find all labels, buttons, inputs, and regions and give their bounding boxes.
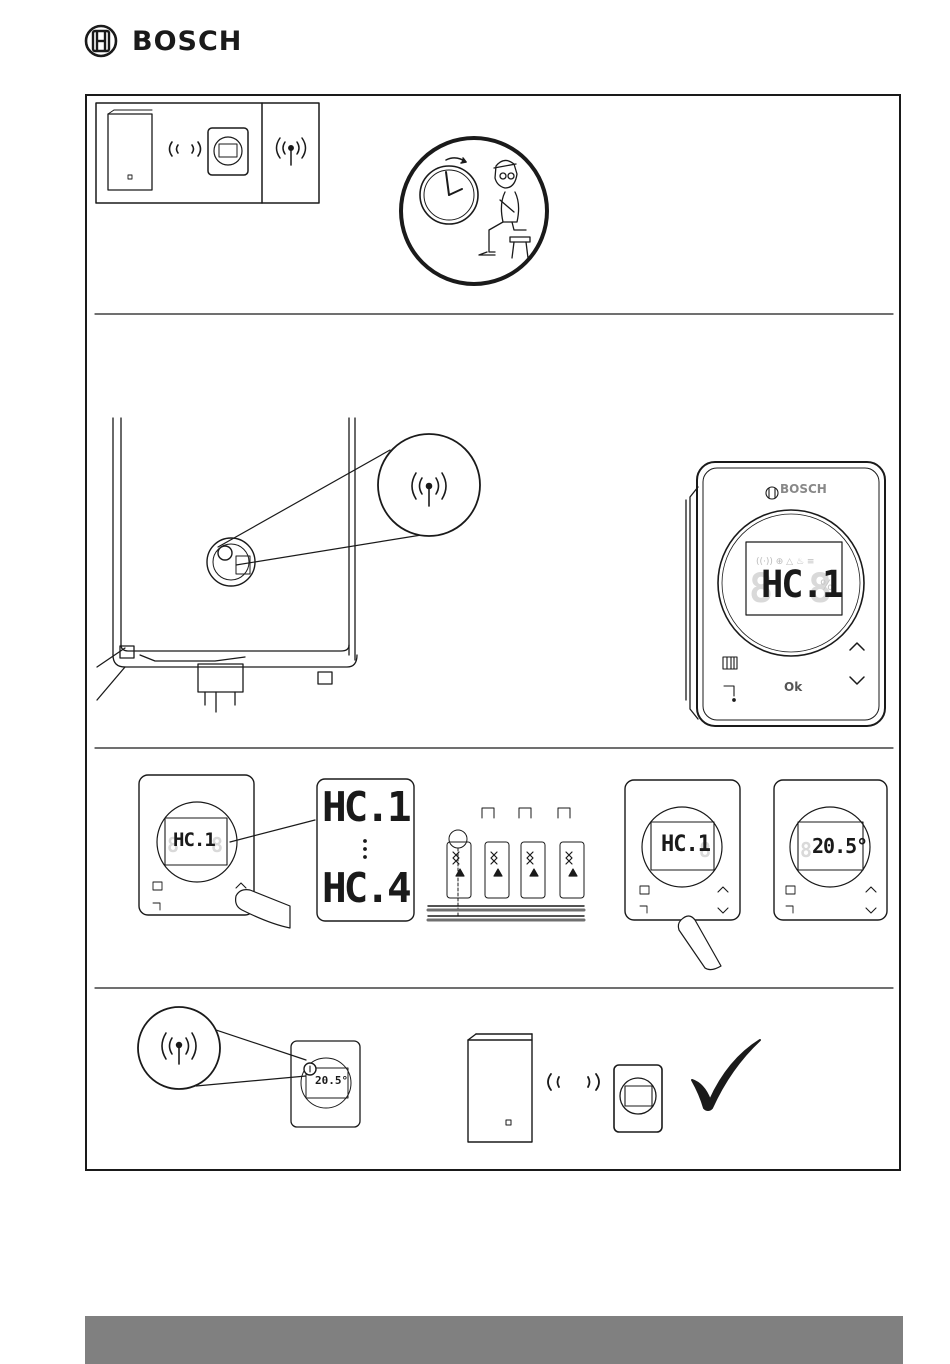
- arrow-down-icon: [718, 908, 728, 913]
- step1-inset-box: [96, 103, 319, 203]
- arrow-down-icon: [850, 677, 864, 684]
- tap-icon: [640, 906, 647, 913]
- arrow-up-icon: [866, 887, 876, 892]
- waiting-person-icon: [479, 160, 530, 258]
- circuit-first: HC.1: [322, 783, 409, 831]
- controller-display-code: HC.1: [661, 832, 710, 857]
- arrow-up-icon: [850, 643, 864, 650]
- boiler-front-view: [97, 418, 480, 712]
- temperature-display: 20.5°: [315, 1074, 348, 1087]
- wait-illustration: [401, 138, 547, 284]
- temperature-display: 20.5°: [812, 834, 867, 858]
- tap-icon: [153, 903, 160, 910]
- controller-brand: BOSCH: [780, 482, 827, 496]
- footer-bar: [85, 1316, 903, 1364]
- boiler-icon: [468, 1034, 532, 1142]
- pointing-finger-icon: [678, 916, 721, 970]
- controller-paired-zoom: [138, 1007, 360, 1127]
- radiator-icon: [153, 882, 162, 890]
- checkmark-icon: [692, 1040, 760, 1110]
- wireless-signal-icon: [277, 138, 306, 165]
- bosch-logo-icon: [766, 487, 778, 499]
- thermostat-icon: [614, 1065, 662, 1132]
- radiator-icon: [786, 886, 795, 894]
- radiator-icon: [640, 886, 649, 894]
- pointing-finger-icon: [236, 890, 290, 928]
- arrow-down-icon: [866, 908, 876, 913]
- room-controller-small: 8: [625, 780, 740, 970]
- room-controller-small: 8 8: [139, 775, 315, 928]
- arrow-up-icon: [718, 887, 728, 892]
- wireless-signal-icon: [170, 142, 201, 156]
- circuit-last: HC.4: [322, 864, 409, 912]
- boiler-icon: [108, 110, 152, 190]
- tap-icon: [786, 906, 793, 913]
- tap-icon: [724, 686, 735, 701]
- heating-circuits-diagram: [428, 808, 584, 920]
- thermostat-icon: [208, 128, 248, 175]
- clock-icon: [420, 158, 478, 224]
- radiator-icon: [723, 657, 737, 669]
- arrow-up-icon: [236, 883, 246, 888]
- controller-display-code: HC.1: [761, 563, 842, 606]
- svg-text:8: 8: [800, 838, 812, 862]
- controller-display-code: HC.1: [173, 829, 215, 851]
- wireless-signal-icon: [548, 1074, 599, 1090]
- controller-ok-button[interactable]: Ok: [784, 680, 802, 694]
